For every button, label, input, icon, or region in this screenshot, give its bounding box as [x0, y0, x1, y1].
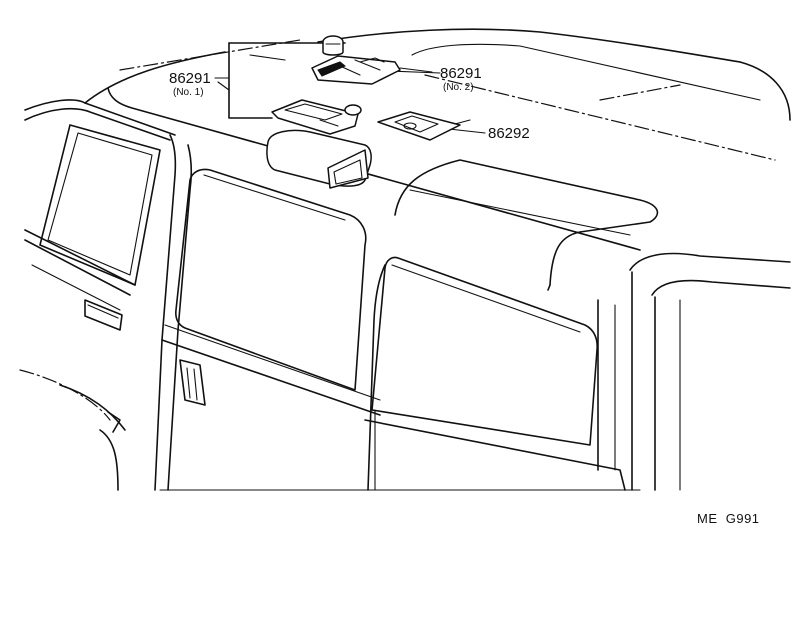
rear-pillar	[629, 252, 791, 491]
roof-rear-section	[394, 159, 659, 291]
leader-lines	[217, 67, 433, 91]
callout-86292-number: 86292	[488, 125, 530, 142]
lower-body-lines	[159, 264, 641, 491]
front-body	[19, 99, 176, 491]
part-86291-no1	[271, 99, 362, 135]
vent-housing	[266, 129, 372, 189]
part-86292	[377, 111, 461, 141]
callout-86291-no2-number: 86291	[440, 65, 482, 82]
part-86291-no2	[311, 35, 401, 85]
illustration-code: ME G991	[697, 511, 760, 526]
callout-86291-no1-number: 86291	[169, 70, 211, 87]
middle-window	[175, 168, 367, 391]
rear-window	[371, 256, 598, 446]
roof-outline	[84, 28, 791, 251]
callout-86291-no2-variant: (No. 2)	[443, 82, 474, 93]
callout-86291-no1-variant: (No. 1)	[173, 87, 204, 98]
side-door	[154, 134, 381, 491]
